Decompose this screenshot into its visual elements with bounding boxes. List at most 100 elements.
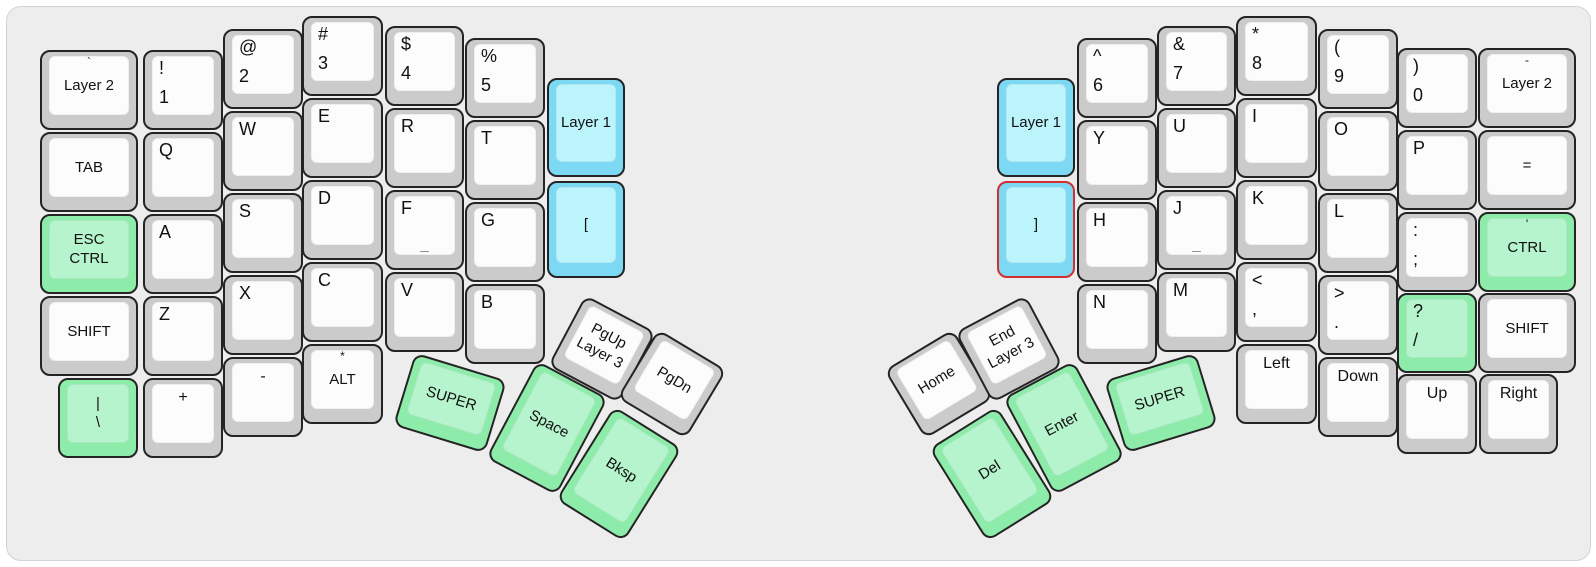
- key-legend: #: [318, 24, 329, 44]
- key-legend: C: [318, 270, 331, 290]
- key-left-bracket[interactable]: [: [547, 181, 625, 278]
- key-legend: &: [1173, 34, 1186, 54]
- key-right-arrow[interactable]: Right: [1479, 374, 1558, 454]
- key-period[interactable]: >.: [1318, 275, 1398, 355]
- key-legend: U: [1173, 116, 1186, 136]
- key-t[interactable]: T: [465, 120, 545, 200]
- key-v[interactable]: V: [385, 272, 464, 352]
- keycap-face: L: [1327, 199, 1389, 258]
- key-legend: `: [87, 55, 91, 69]
- keycap-legend-stack: SHIFT: [50, 303, 128, 360]
- key-legend: *: [340, 349, 345, 363]
- key-g[interactable]: G: [465, 202, 545, 282]
- keycap-face: (9: [1327, 35, 1389, 94]
- key-r[interactable]: R: [385, 108, 464, 188]
- key-pipe-backslash[interactable]: |\: [58, 378, 138, 458]
- key-j[interactable]: J_: [1157, 190, 1236, 270]
- key-p[interactable]: P: [1397, 130, 1477, 210]
- key-c[interactable]: C: [302, 262, 383, 342]
- key-n[interactable]: N: [1077, 284, 1157, 364]
- keycap-face: Y: [1086, 126, 1148, 185]
- key-plus[interactable]: +: [143, 378, 223, 458]
- key-s[interactable]: S: [223, 193, 303, 273]
- homing-bar: _: [1192, 236, 1201, 253]
- key-f[interactable]: F_: [385, 190, 464, 270]
- key-5[interactable]: %5: [465, 38, 545, 118]
- key-layer2-left[interactable]: `Layer 2: [40, 50, 138, 130]
- keycap-face: D: [311, 186, 374, 245]
- key-4[interactable]: $4: [385, 26, 464, 106]
- key-legend: !: [159, 58, 165, 78]
- key-z[interactable]: Z: [143, 296, 223, 376]
- key-w[interactable]: W: [223, 111, 303, 191]
- key-legend: |: [96, 395, 100, 412]
- key-left-arrow[interactable]: Left: [1236, 344, 1317, 424]
- key-1[interactable]: !1: [143, 50, 223, 130]
- key-super-left[interactable]: SUPER: [392, 352, 508, 454]
- key-b[interactable]: B: [465, 284, 545, 364]
- key-0[interactable]: )0: [1397, 48, 1477, 128]
- key-slash[interactable]: ?/: [1397, 293, 1477, 373]
- key-h[interactable]: H: [1077, 202, 1157, 282]
- key-l[interactable]: L: [1318, 193, 1398, 273]
- key-super-right[interactable]: SUPER: [1103, 352, 1219, 454]
- key-a[interactable]: A: [143, 214, 223, 294]
- key-2[interactable]: @2: [223, 29, 303, 109]
- key-q[interactable]: Q: [143, 132, 223, 212]
- key-legend: 7: [1173, 62, 1184, 83]
- key-y[interactable]: Y: [1077, 120, 1157, 200]
- key-x[interactable]: X: [223, 275, 303, 355]
- keycap-legend-stack: CTRL: [1488, 219, 1566, 276]
- key-o[interactable]: O: [1318, 111, 1398, 191]
- key-3[interactable]: #3: [302, 16, 383, 96]
- key-shift-right[interactable]: SHIFT: [1478, 293, 1576, 373]
- key-layer1-left[interactable]: Layer 1: [547, 78, 625, 177]
- keycap-face: +: [152, 384, 214, 443]
- key-u[interactable]: U: [1157, 108, 1236, 188]
- keycap-face: C: [311, 268, 374, 327]
- keycap-face: ?/: [1406, 299, 1468, 358]
- key-d[interactable]: D: [302, 180, 383, 260]
- key-right-bracket[interactable]: ]: [997, 181, 1075, 278]
- key-m[interactable]: M: [1157, 272, 1236, 352]
- key-legend: 0: [1413, 84, 1424, 105]
- key-layer1-right[interactable]: Layer 1: [997, 78, 1075, 177]
- keycap-legend-stack: Layer 2: [1488, 55, 1566, 112]
- key-legend: -: [1525, 53, 1529, 67]
- key-semicolon[interactable]: :;: [1397, 212, 1477, 292]
- key-i[interactable]: I: [1236, 98, 1317, 178]
- key-up-arrow[interactable]: Up: [1397, 374, 1477, 454]
- keycap-face: O: [1327, 117, 1389, 176]
- keycap-face: *ALT: [311, 350, 374, 409]
- key-6[interactable]: ^6: [1077, 38, 1157, 118]
- keycap-face: -: [232, 363, 294, 422]
- key-legend: L: [1334, 201, 1345, 221]
- key-comma[interactable]: <,: [1236, 262, 1317, 342]
- key-alt[interactable]: *ALT: [302, 344, 383, 424]
- key-8[interactable]: *8: [1236, 16, 1317, 96]
- key-7[interactable]: &7: [1157, 26, 1236, 106]
- key-tab[interactable]: TAB: [40, 132, 138, 212]
- key-ctrl-right[interactable]: 'CTRL: [1478, 212, 1576, 292]
- key-down-arrow[interactable]: Down: [1318, 357, 1398, 437]
- key-9[interactable]: (9: [1318, 29, 1398, 109]
- keycap-face: B: [474, 290, 536, 349]
- key-legend: G: [481, 210, 496, 230]
- key-legend: Q: [159, 140, 174, 160]
- key-legend: R: [401, 116, 414, 136]
- key-legend: /: [1413, 329, 1419, 350]
- key-shift-left[interactable]: SHIFT: [40, 296, 138, 376]
- key-legend: T: [481, 128, 492, 148]
- key-equals[interactable]: =: [1478, 130, 1576, 210]
- keycap-face: :;: [1406, 218, 1468, 277]
- keycap-face: >.: [1327, 281, 1389, 340]
- key-legend: 8: [1252, 52, 1263, 73]
- key-minus-left[interactable]: -: [223, 357, 303, 437]
- key-layer2-right[interactable]: -Layer 2: [1478, 48, 1576, 128]
- key-k[interactable]: K: [1236, 180, 1317, 260]
- key-e[interactable]: E: [302, 98, 383, 178]
- keycap-face: TAB: [49, 138, 129, 197]
- key-legend: SUPER: [1132, 382, 1187, 414]
- keycap-face: ^6: [1086, 44, 1148, 103]
